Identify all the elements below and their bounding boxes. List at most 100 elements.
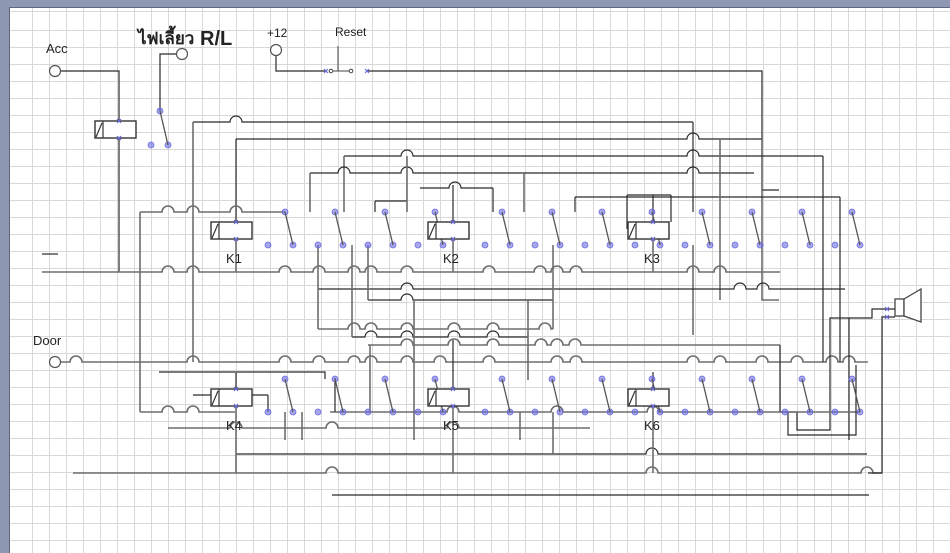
wire xyxy=(352,330,528,338)
contact-node xyxy=(681,408,689,416)
relay-k1-coil xyxy=(210,221,253,240)
coil-pin xyxy=(450,403,456,409)
contact-arm xyxy=(701,378,711,413)
wire xyxy=(159,53,176,111)
contact-arm xyxy=(751,211,761,246)
wire xyxy=(140,205,285,213)
wire xyxy=(868,308,895,319)
wire xyxy=(318,322,553,330)
coil-pin xyxy=(233,386,239,392)
contact-arm xyxy=(851,378,861,413)
wire xyxy=(367,70,779,191)
wire xyxy=(61,355,868,363)
contact-arm xyxy=(601,378,611,413)
contact-arm xyxy=(851,211,861,246)
contact-arm xyxy=(801,378,811,413)
coil-diagonal xyxy=(428,390,436,406)
wire xyxy=(761,139,779,301)
wire xyxy=(73,466,882,474)
door-terminal xyxy=(48,355,62,369)
contact-node xyxy=(531,408,539,416)
wire xyxy=(779,317,868,431)
coil-pin xyxy=(450,236,456,242)
coil-diagonal xyxy=(628,390,636,406)
contact-node xyxy=(631,408,639,416)
contact-arm xyxy=(334,378,344,413)
wire xyxy=(275,56,325,72)
door-label: Door xyxy=(33,333,62,348)
reset-contact xyxy=(348,68,354,74)
wire xyxy=(140,405,235,413)
coil-pin xyxy=(884,314,890,320)
components xyxy=(48,43,922,416)
wire xyxy=(61,70,120,272)
coil-diagonal xyxy=(628,223,636,239)
contact-arm xyxy=(551,211,561,246)
coil-pin xyxy=(323,68,329,74)
reset-label: Reset xyxy=(335,25,367,39)
contact-arm xyxy=(284,211,294,246)
contact-node xyxy=(581,241,589,249)
plus12-terminal xyxy=(269,43,283,57)
contact-arm xyxy=(384,211,394,246)
relay-k3-label: K3 xyxy=(644,251,660,266)
relay-k6-label: K6 xyxy=(644,418,660,433)
input-relay-coil xyxy=(94,120,137,139)
turn-signal-thai-label: ไฟเลี้ยว xyxy=(136,25,194,48)
drawing-canvas: Acc ไฟเลี้ยว R/L +12 Reset Door K1 K2 K3… xyxy=(9,7,950,553)
contact-node xyxy=(264,408,272,416)
coil-pin xyxy=(650,403,656,409)
plus12-label: +12 xyxy=(267,26,288,40)
wire xyxy=(42,265,780,273)
contact-node xyxy=(631,241,639,249)
wire xyxy=(236,447,867,455)
coil-diagonal xyxy=(95,122,103,138)
circuit-diagram: Acc ไฟเลี้ยว R/L +12 Reset Door K1 K2 K3… xyxy=(33,25,922,496)
contact-node xyxy=(264,241,272,249)
wire xyxy=(236,132,762,140)
relay-k1-label: K1 xyxy=(226,251,242,266)
contact-node xyxy=(364,408,372,416)
turn-signal-terminal xyxy=(175,47,189,61)
contact-node xyxy=(831,241,839,249)
contact-arm xyxy=(384,378,394,413)
coil-pin xyxy=(650,219,656,225)
contact-node xyxy=(531,241,539,249)
contact-node xyxy=(414,241,422,249)
wire xyxy=(557,149,823,157)
coil-pin xyxy=(884,306,890,312)
coil-pin xyxy=(233,219,239,225)
contact-node xyxy=(414,408,422,416)
relay-k6-coil xyxy=(627,388,670,407)
reset-contact xyxy=(328,68,334,74)
turn-signal-rl-label: R/L xyxy=(200,28,232,50)
contact-node xyxy=(731,408,739,416)
relay-k2-label: K2 xyxy=(443,251,459,266)
coil-diagonal xyxy=(211,223,219,239)
speaker-body xyxy=(894,298,905,317)
wire xyxy=(318,282,845,290)
coil-pin xyxy=(364,68,370,74)
wire xyxy=(868,316,895,474)
acc-label: Acc xyxy=(46,41,68,56)
contact-node xyxy=(831,408,839,416)
contact-node xyxy=(781,408,789,416)
relay-k5-coil xyxy=(427,388,470,407)
wire xyxy=(193,115,693,123)
contact-arm xyxy=(751,378,761,413)
contact-node xyxy=(364,241,372,249)
speaker-cone xyxy=(903,287,922,323)
contact-arm xyxy=(801,211,811,246)
contact-arm xyxy=(334,211,344,246)
coil-pin xyxy=(650,236,656,242)
contact-node xyxy=(481,241,489,249)
wires xyxy=(42,53,895,496)
coil-pin xyxy=(650,386,656,392)
acc-terminal xyxy=(48,64,62,78)
coil-diagonal xyxy=(211,390,219,406)
relay-k2-coil xyxy=(427,221,470,240)
relay-k4-coil xyxy=(210,388,253,407)
contact-arm xyxy=(501,378,511,413)
contact-node xyxy=(781,241,789,249)
wire xyxy=(344,149,557,157)
